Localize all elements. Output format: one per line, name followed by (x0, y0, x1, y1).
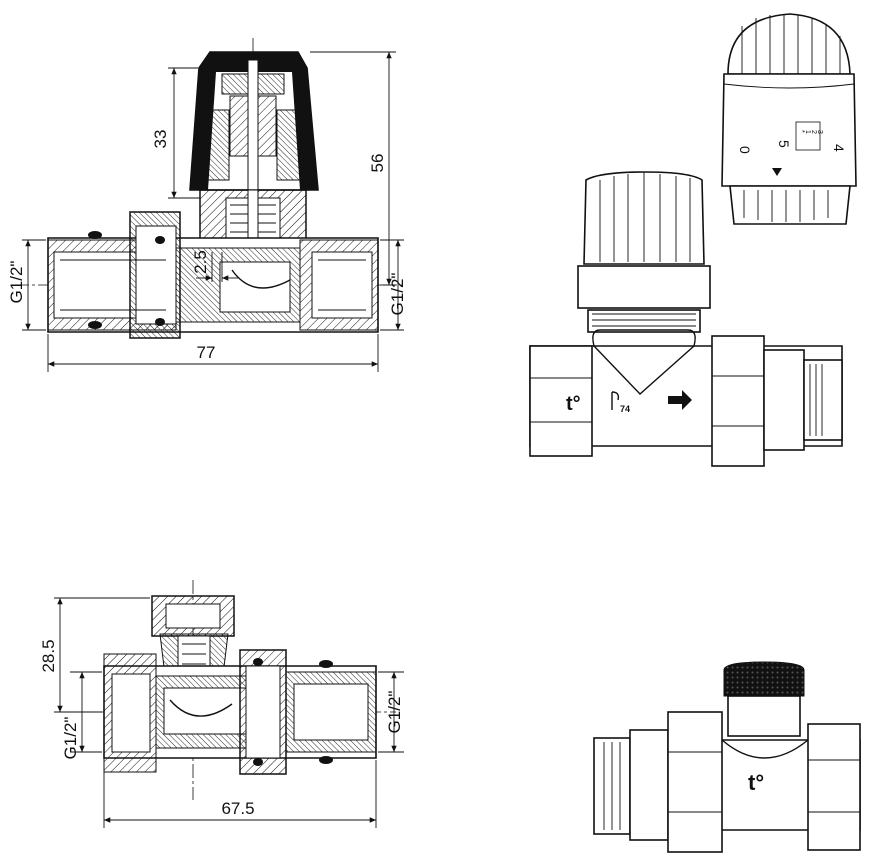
dim-length: 77 (197, 343, 216, 362)
thermostatic-head-view: 0 5 4 * 1 2 3 (721, 13, 857, 225)
head-scale-five: 5 (776, 140, 792, 148)
head-scale-two: 2 (810, 130, 817, 134)
dim-return-thread-left: G1/2" (61, 717, 80, 760)
dim-thread-left: G1/2" (7, 261, 26, 304)
dim-stem-offset: 2.5 (191, 250, 210, 274)
dim-thread-right: G1/2" (388, 273, 407, 316)
dim-return-height: 28.5 (39, 639, 58, 672)
head-scale-zero: 0 (737, 146, 753, 154)
valve-thermostatic-view: t° 74 (529, 171, 843, 467)
return-valve-temp-mark: t° (748, 770, 764, 795)
head-scale-three: 3 (816, 130, 823, 134)
valve-code-mark: 74 (620, 404, 630, 414)
valve-thermostatic-section: 33 56 77 2.5 G1/2" G1/2" (7, 38, 407, 372)
valve-return-section: 28.5 67.5 G1/2" G1/2" (39, 580, 404, 828)
head-scale-star: * (798, 130, 805, 133)
dim-return-thread-right: G1/2" (385, 691, 404, 734)
dim-return-length: 67.5 (221, 799, 254, 818)
valve-temp-mark: t° (566, 393, 581, 415)
dim-head-height: 33 (151, 130, 170, 149)
dim-total-height: 56 (368, 154, 387, 173)
head-scale-four: 4 (831, 144, 847, 152)
head-scale-one: 1 (804, 130, 811, 134)
valve-return-view: t° (593, 661, 861, 853)
